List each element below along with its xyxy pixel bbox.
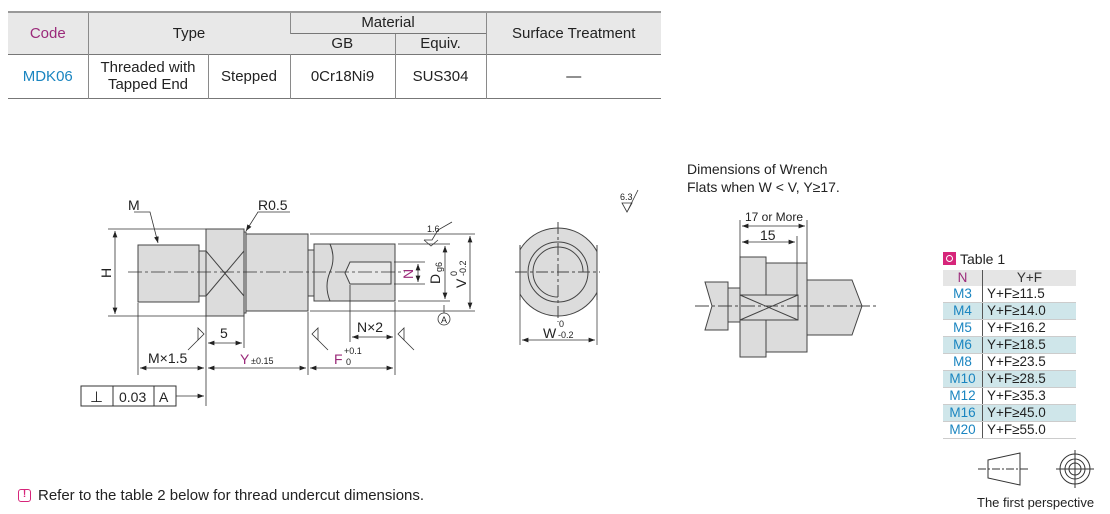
label-n: N xyxy=(400,269,416,279)
header-type: Type xyxy=(87,12,290,54)
label-f: F xyxy=(334,351,343,367)
label-f-tol-low: 0 xyxy=(346,357,351,367)
cell-yf: Y+F≥16.2 xyxy=(982,319,1076,337)
cell-n: M12 xyxy=(943,387,983,405)
cell-yf: Y+F≥14.0 xyxy=(982,302,1076,320)
cell-n: M6 xyxy=(943,336,983,354)
table-marker-icon xyxy=(943,252,956,265)
cell-type2: Stepped xyxy=(207,54,290,98)
label-y-tol: ±0.15 xyxy=(251,356,273,366)
label-v: V xyxy=(453,278,469,288)
cell-yf: Y+F≥35.3 xyxy=(982,387,1076,405)
cell-yf: Y+F≥45.0 xyxy=(982,404,1076,422)
cell-type1: Threaded with Tapped End xyxy=(87,54,208,98)
table1-title-text: Table 1 xyxy=(960,251,1006,267)
cell-n: M4 xyxy=(943,302,983,320)
cell-n: M5 xyxy=(943,319,983,337)
label-5: 5 xyxy=(220,325,228,341)
projection-symbol xyxy=(978,450,1094,488)
header-equiv: Equiv. xyxy=(394,32,486,54)
label-v-tol-up: 0 xyxy=(449,271,459,276)
wrench-view: Dimensions of Wrench Flats when W < V, Y… xyxy=(687,161,877,358)
cell-n: M3 xyxy=(943,286,983,303)
cell-yf: Y+F≥11.5 xyxy=(982,286,1076,303)
header-code: Code xyxy=(8,12,88,54)
header-gb: GB xyxy=(290,32,395,54)
cell-surface: — xyxy=(485,54,661,98)
cell-yf: Y+F≥55.0 xyxy=(982,421,1076,439)
datum-a: A xyxy=(441,315,447,325)
header-surface: Surface Treatment xyxy=(485,12,661,54)
cell-n: M16 xyxy=(943,404,983,422)
cell-equiv: SUS304 xyxy=(394,54,486,98)
label-w-tol-up: 0 xyxy=(559,319,564,329)
label-w-tol-low: -0.2 xyxy=(558,330,574,340)
end-view: W 0 -0.2 xyxy=(515,222,600,345)
label-f-tol-up: +0.1 xyxy=(344,346,362,356)
cell-n: M20 xyxy=(943,421,983,439)
label-m: M xyxy=(128,197,140,213)
table1-title: Table 1 xyxy=(943,251,1005,267)
wrench-title-1: Dimensions of Wrench xyxy=(687,161,828,177)
cell-yf: Y+F≥18.5 xyxy=(982,336,1076,354)
tolerance-datum: A xyxy=(159,389,169,405)
table1-header-n: N xyxy=(943,270,983,286)
projection-label: The first perspective xyxy=(977,495,1095,510)
table1-header-yf: Y+F xyxy=(982,270,1076,286)
cell-n: M10 xyxy=(943,370,983,388)
label-w: W xyxy=(543,325,557,341)
dim-17-or-more: 17 or More xyxy=(745,210,803,224)
cell-n: M8 xyxy=(943,353,983,371)
label-d-sub: g6 xyxy=(434,262,444,272)
dim-15: 15 xyxy=(760,227,776,243)
tolerance-frame xyxy=(80,385,177,407)
note: ! Refer to the table 2 below for thread … xyxy=(18,487,424,504)
tolerance-value: 0.03 xyxy=(119,389,146,405)
roughness-label: 1.6 xyxy=(427,224,440,234)
wrench-title-2: Flats when W < V, Y≥17. xyxy=(687,179,840,195)
roughness-all-label: 6.3 xyxy=(620,192,633,202)
cell-yf: Y+F≥23.5 xyxy=(982,353,1076,371)
label-mx15: M×1.5 xyxy=(148,350,188,366)
label-h: H xyxy=(98,268,114,278)
perpendicularity-symbol: ⊥ xyxy=(90,389,103,406)
label-r: R0.5 xyxy=(258,197,288,213)
table-row: MDK06 Threaded with Tapped End Stepped 0… xyxy=(8,54,661,98)
label-d: D xyxy=(427,274,443,284)
warning-icon: ! xyxy=(18,489,31,502)
cell-code: MDK06 xyxy=(22,67,73,85)
cell-gb: 0Cr18Ni9 xyxy=(289,54,395,98)
label-v-tol-low: -0.2 xyxy=(458,260,468,276)
cell-yf: Y+F≥28.5 xyxy=(982,370,1076,388)
note-text: Refer to the table 2 below for thread un… xyxy=(38,487,425,504)
label-y: Y xyxy=(240,351,250,367)
label-nx2: N×2 xyxy=(357,319,383,335)
spec-table: Code Type Material Surface Treatment GB … xyxy=(8,11,661,99)
header-material: Material xyxy=(289,12,486,33)
side-view xyxy=(137,228,396,317)
